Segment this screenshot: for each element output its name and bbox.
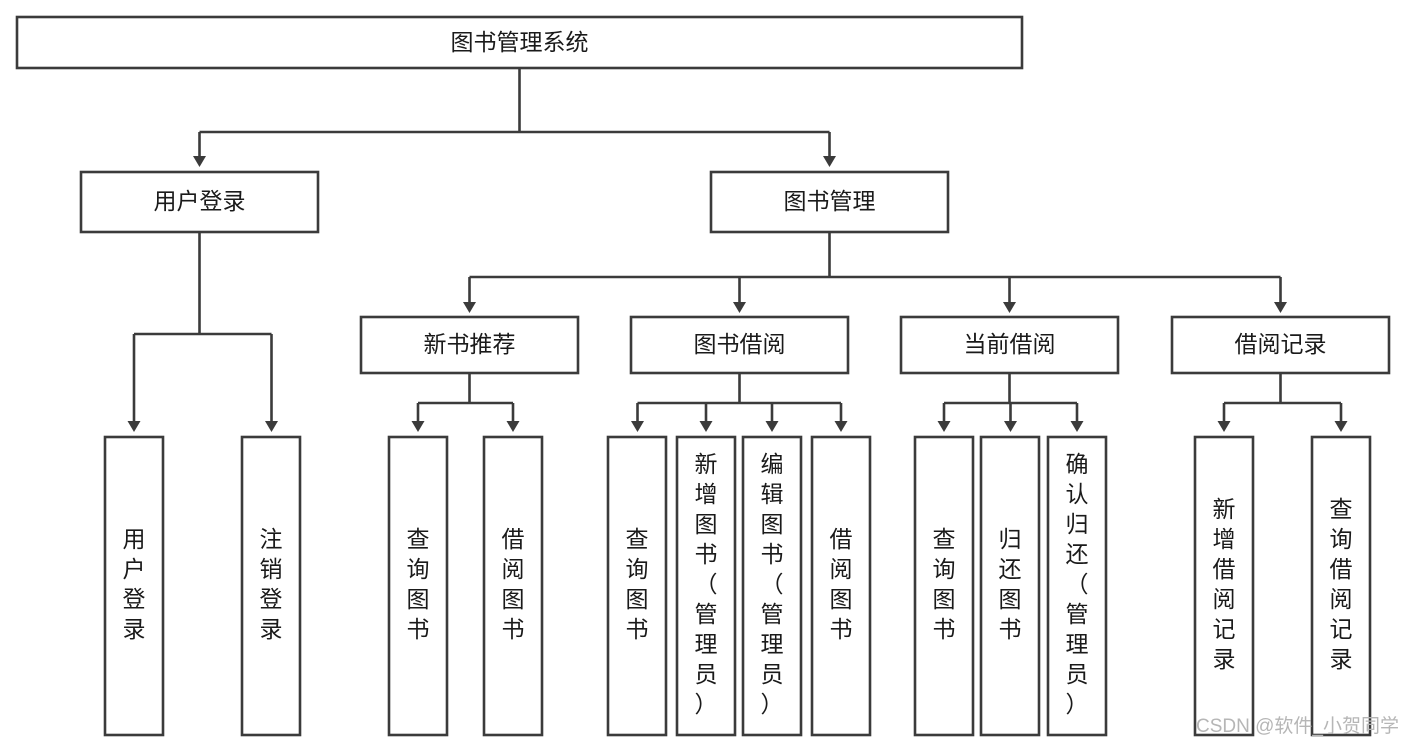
node-leaf-add-book-label: 新增图书（管理员） <box>695 451 718 717</box>
node-book-management-box[interactable] <box>709 170 950 234</box>
node-leaf-confirm-return[interactable]: 确认归还（管理员） <box>1046 435 1108 737</box>
node-leaf-borrow-book-2-box[interactable] <box>810 435 872 737</box>
node-leaf-query-book-3[interactable]: 查询图书 <box>913 435 975 737</box>
node-leaf-borrow-book-1[interactable]: 借阅图书 <box>482 435 544 737</box>
node-leaf-query-book-1-box[interactable] <box>387 435 449 737</box>
node-leaf-user-login-box[interactable] <box>103 435 165 737</box>
node-leaf-borrow-book-1-label: 借阅图书 <box>502 526 525 642</box>
node-leaf-add-record-box[interactable] <box>1193 435 1255 737</box>
node-leaf-query-book-3-label: 查询图书 <box>933 526 956 642</box>
node-leaf-add-record-label: 新增借阅记录 <box>1213 496 1236 672</box>
node-leaf-query-record-label: 查询借阅记录 <box>1330 496 1353 672</box>
node-leaf-add-record[interactable]: 新增借阅记录 <box>1193 435 1255 737</box>
node-book-borrow-box[interactable] <box>629 315 850 375</box>
node-user-login[interactable]: 用户登录 <box>79 170 320 234</box>
node-new-book-recommend-box[interactable] <box>359 315 580 375</box>
node-leaf-add-book-box[interactable] <box>675 435 737 737</box>
node-book-management-label: 图书管理 <box>784 188 876 214</box>
node-current-borrow[interactable]: 当前借阅 <box>899 315 1120 375</box>
node-leaf-logout-box[interactable] <box>240 435 302 737</box>
node-leaf-query-book-2[interactable]: 查询图书 <box>606 435 668 737</box>
node-current-borrow-label: 当前借阅 <box>964 331 1056 357</box>
node-leaf-return-book-box[interactable] <box>979 435 1041 737</box>
node-leaf-edit-book[interactable]: 编辑图书（管理员） <box>741 435 803 737</box>
node-user-login-label: 用户登录 <box>154 188 246 214</box>
node-leaf-user-login-label: 用户登录 <box>123 526 146 642</box>
node-current-borrow-box[interactable] <box>899 315 1120 375</box>
node-leaf-borrow-book-2-label: 借阅图书 <box>830 526 853 642</box>
node-user-login-box[interactable] <box>79 170 320 234</box>
node-root-label: 图书管理系统 <box>451 29 589 55</box>
node-root[interactable]: 图书管理系统 <box>15 15 1024 70</box>
node-leaf-query-record[interactable]: 查询借阅记录 <box>1310 435 1372 737</box>
node-leaf-add-book[interactable]: 新增图书（管理员） <box>675 435 737 737</box>
node-book-borrow[interactable]: 图书借阅 <box>629 315 850 375</box>
node-book-borrow-label: 图书借阅 <box>694 331 786 357</box>
node-book-management[interactable]: 图书管理 <box>709 170 950 234</box>
node-leaf-query-book-3-box[interactable] <box>913 435 975 737</box>
node-borrow-record-label: 借阅记录 <box>1235 331 1327 357</box>
node-leaf-confirm-return-box[interactable] <box>1046 435 1108 737</box>
node-leaf-return-book-label: 归还图书 <box>999 526 1022 642</box>
node-root-box[interactable] <box>15 15 1024 70</box>
node-leaf-user-login[interactable]: 用户登录 <box>103 435 165 737</box>
node-leaf-logout[interactable]: 注销登录 <box>240 435 302 737</box>
node-leaf-query-record-box[interactable] <box>1310 435 1372 737</box>
node-leaf-confirm-return-label: 确认归还（管理员） <box>1066 451 1089 717</box>
node-leaf-borrow-book-1-box[interactable] <box>482 435 544 737</box>
node-borrow-record-box[interactable] <box>1170 315 1391 375</box>
node-leaf-query-book-1-label: 查询图书 <box>407 526 430 642</box>
node-leaf-edit-book-label: 编辑图书（管理员） <box>761 451 784 717</box>
connector-layer <box>127 68 1348 432</box>
watermark-label: CSDN @软件_小贺同学 <box>1196 715 1399 737</box>
node-new-book-recommend[interactable]: 新书推荐 <box>359 315 580 375</box>
node-leaf-query-book-2-label: 查询图书 <box>626 526 649 642</box>
node-leaf-borrow-book-2[interactable]: 借阅图书 <box>810 435 872 737</box>
node-new-book-recommend-label: 新书推荐 <box>424 331 516 357</box>
node-leaf-edit-book-box[interactable] <box>741 435 803 737</box>
node-leaf-query-book-2-box[interactable] <box>606 435 668 737</box>
node-leaf-return-book[interactable]: 归还图书 <box>979 435 1041 737</box>
node-leaf-query-book-1[interactable]: 查询图书 <box>387 435 449 737</box>
node-borrow-record[interactable]: 借阅记录 <box>1170 315 1391 375</box>
node-leaf-logout-label: 注销登录 <box>260 526 283 642</box>
